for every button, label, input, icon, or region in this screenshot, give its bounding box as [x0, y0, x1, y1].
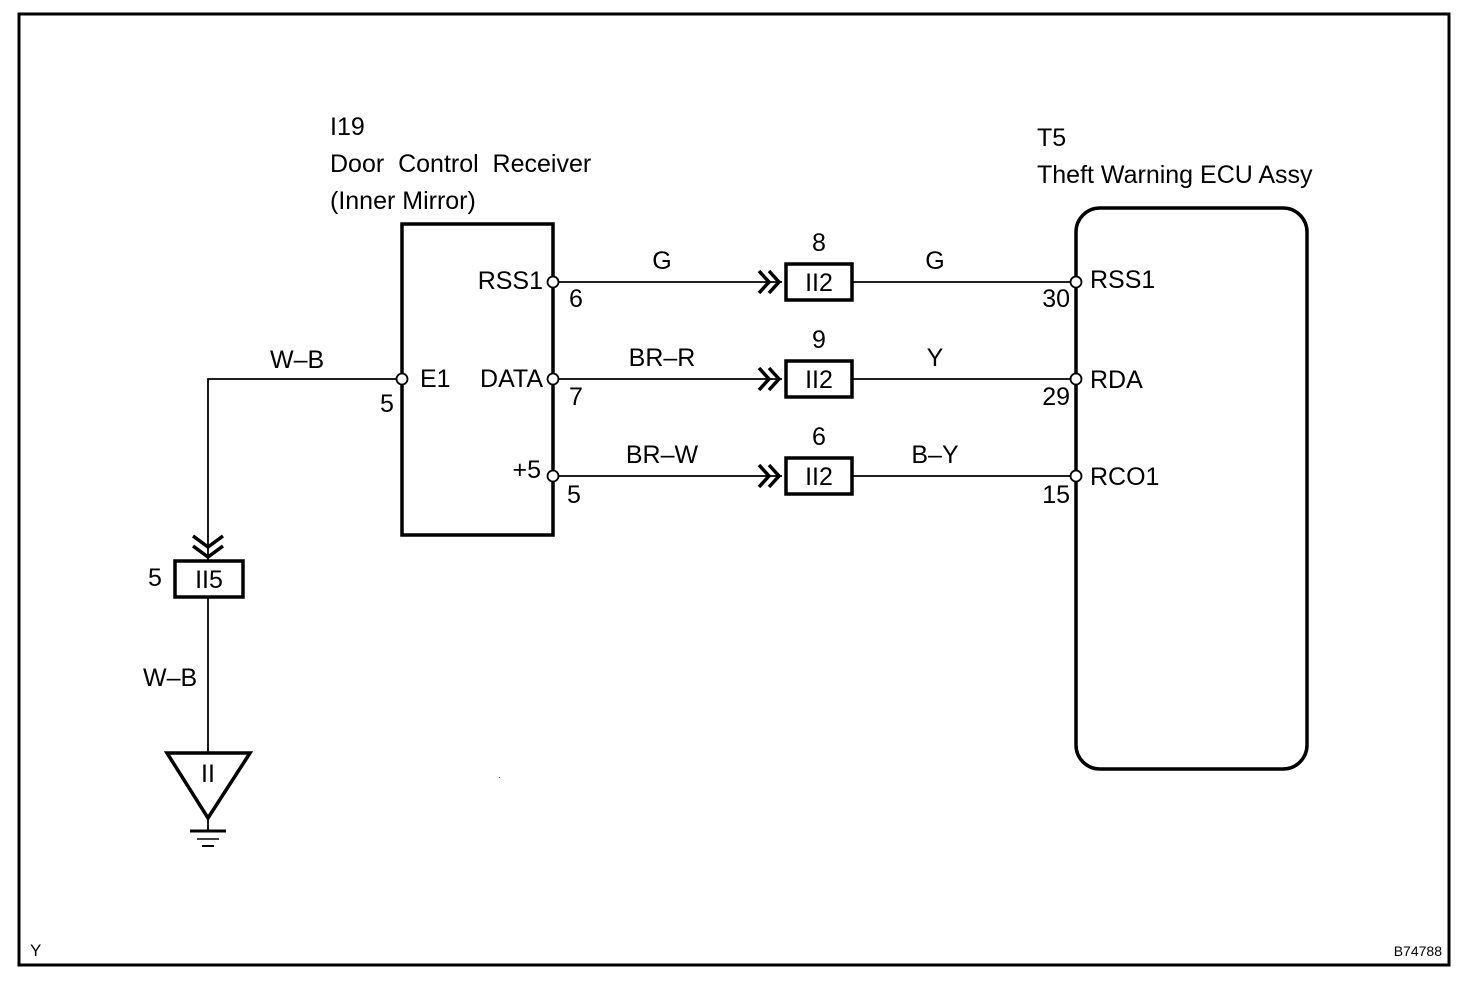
- connector-chevron-icon: [767, 269, 782, 295]
- ground-connector-box: [173, 559, 245, 599]
- receiver-pin-6: 6: [569, 285, 583, 313]
- receiver-terminal-dot: [546, 372, 560, 386]
- connector-chevron-icon: [757, 269, 772, 295]
- receiver-subname: (Inner Mirror): [330, 187, 476, 215]
- ecu-code: T5: [1037, 124, 1066, 152]
- wire-row: II2 6BR–W B–Y: [546, 423, 1083, 496]
- ground-upper-wire-color: W–B: [270, 346, 324, 374]
- receiver-name: Door Control Receiver: [330, 150, 591, 178]
- connector-chevron-icon: [757, 366, 772, 392]
- ecu-terminal-rco1: RCO1: [1090, 463, 1159, 491]
- wire-color-left: G: [652, 247, 671, 275]
- ground-connector-chevron-icon: [191, 544, 225, 560]
- wire-color-left: BR–R: [629, 344, 696, 372]
- receiver-terminal-dot-e1: [395, 372, 409, 386]
- ecu-name: Theft Warning ECU Assy: [1037, 161, 1313, 189]
- wire-row: II2 9BR–R Y: [546, 326, 1083, 399]
- figure-id: B74788: [1394, 943, 1442, 959]
- connector-id: II2: [805, 366, 833, 394]
- receiver-terminal-rss1: RSS1: [478, 267, 543, 295]
- ecu-terminal-dot: [1069, 469, 1083, 483]
- connector-box: [784, 456, 854, 496]
- connector-pin: 6: [812, 423, 826, 451]
- wire-color-right: B–Y: [911, 441, 959, 469]
- connector-chevron-icon: [767, 463, 782, 489]
- receiver-terminal-e1: E1: [420, 365, 451, 393]
- ecu-pin-30: 30: [1042, 285, 1070, 313]
- ecu-pin-29: 29: [1042, 383, 1070, 411]
- receiver-code: I19: [330, 113, 365, 141]
- ecu-box: [1074, 206, 1309, 771]
- ecu-terminal-dot: [1069, 275, 1083, 289]
- connector-id: II2: [805, 269, 833, 297]
- ecu-pin-15: 15: [1042, 481, 1070, 509]
- ground-connector-id: II5: [195, 566, 223, 594]
- connector-pin: 8: [812, 229, 826, 257]
- receiver-terminal-plus5: +5: [512, 456, 541, 484]
- receiver-pin-7: 7: [569, 383, 583, 411]
- ground-connector-chevron-icon: [191, 534, 225, 550]
- wire-color-right: G: [925, 247, 944, 275]
- ground-connector-pin: 5: [148, 564, 162, 592]
- receiver-terminal-dot: [546, 469, 560, 483]
- ground-lower-wire-color: W–B: [143, 664, 197, 692]
- ecu-terminal-dot: [1069, 372, 1083, 386]
- wire-color-left: BR–W: [626, 441, 699, 469]
- connector-id: II2: [805, 463, 833, 491]
- ground-wire-upper: [207, 378, 402, 565]
- connector-chevron-icon: [767, 366, 782, 392]
- connector-pin: 9: [812, 326, 826, 354]
- wire-row: II2 8G G: [546, 229, 1083, 302]
- ground-point-id: II: [201, 760, 215, 788]
- connector-chevron-icon: [757, 463, 772, 489]
- ground-point-triangle: [163, 751, 254, 822]
- ecu-terminal-rda: RDA: [1090, 366, 1143, 394]
- stray-dot: [499, 777, 500, 778]
- diagram-frame: [17, 12, 1451, 967]
- connector-box: [784, 262, 854, 302]
- receiver-terminal-data: DATA: [480, 365, 543, 393]
- ecu-terminal-rss1: RSS1: [1090, 266, 1155, 294]
- wire-rows: II2 8G G II2 9BR–R Y II2 6BR–W B–Y: [546, 229, 1083, 496]
- footer-left-code: Y: [30, 941, 41, 960]
- receiver-pin-5: 5: [380, 390, 394, 418]
- wire-color-right: Y: [927, 344, 944, 372]
- receiver-pin-8: 5: [567, 481, 581, 509]
- receiver-terminal-dot: [546, 275, 560, 289]
- connector-box: [784, 359, 854, 399]
